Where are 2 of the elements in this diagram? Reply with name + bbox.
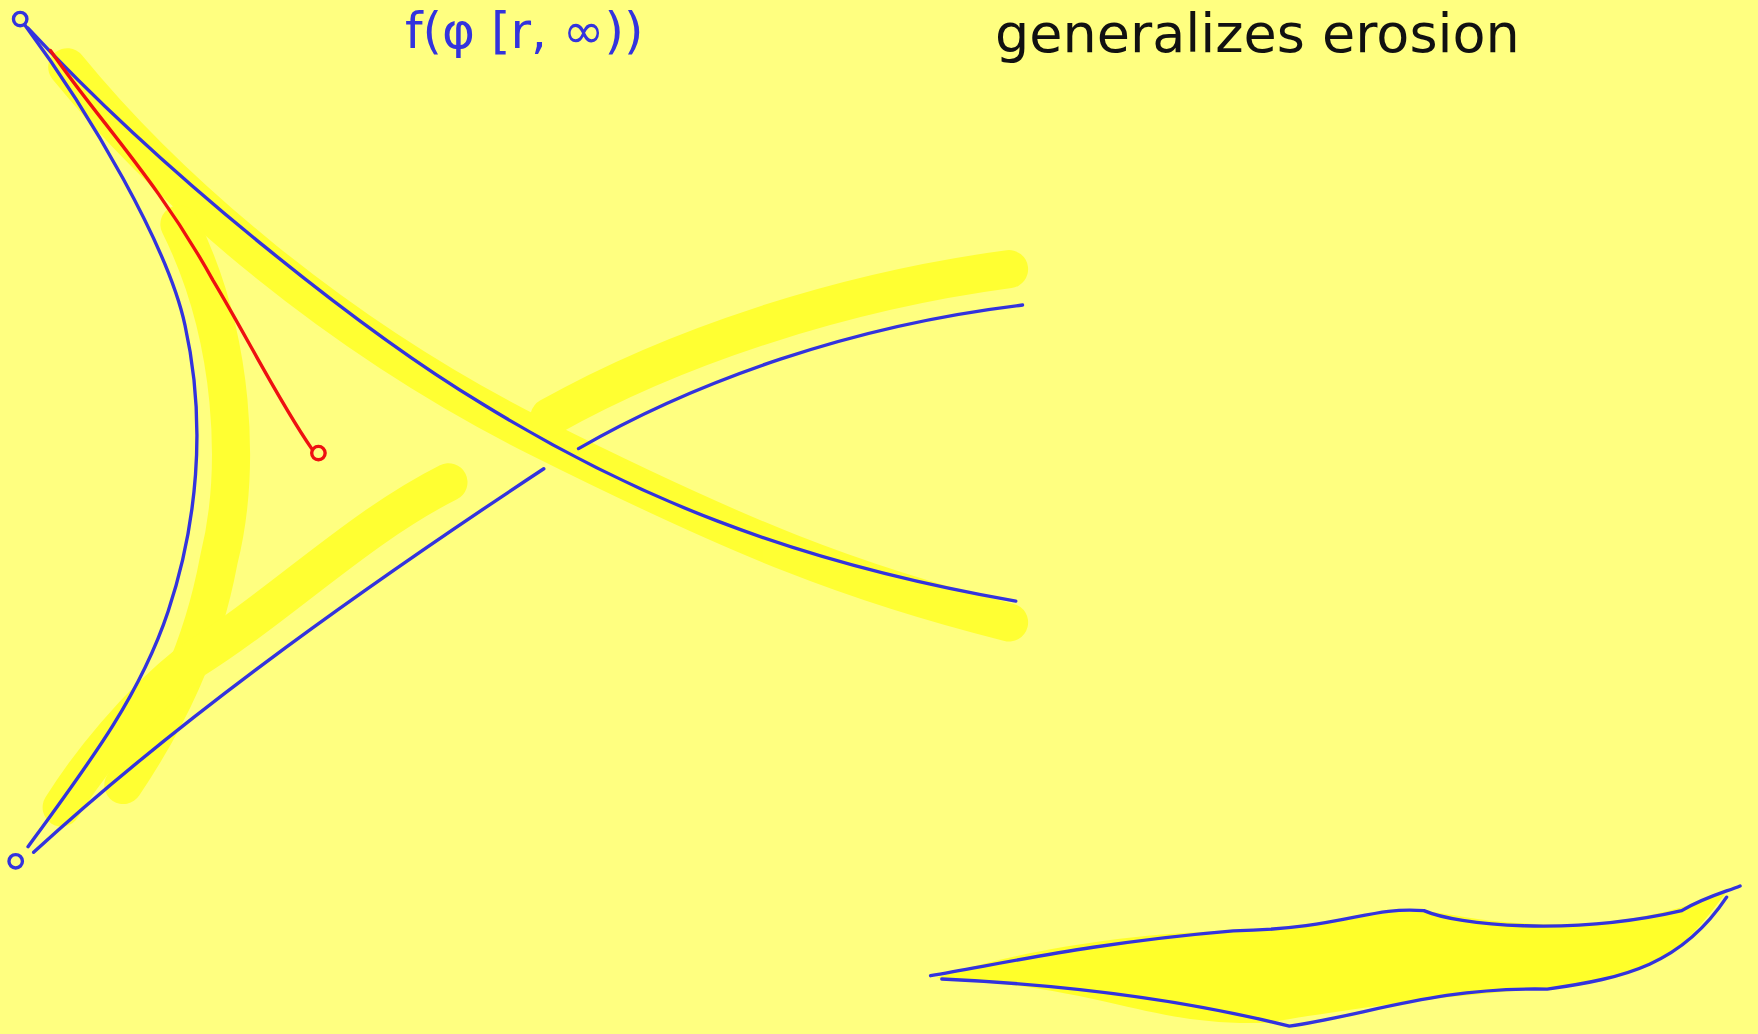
formula-text: f(φ [r, ∞)) (405, 4, 644, 59)
note-text: generalizes erosion (995, 4, 1520, 64)
